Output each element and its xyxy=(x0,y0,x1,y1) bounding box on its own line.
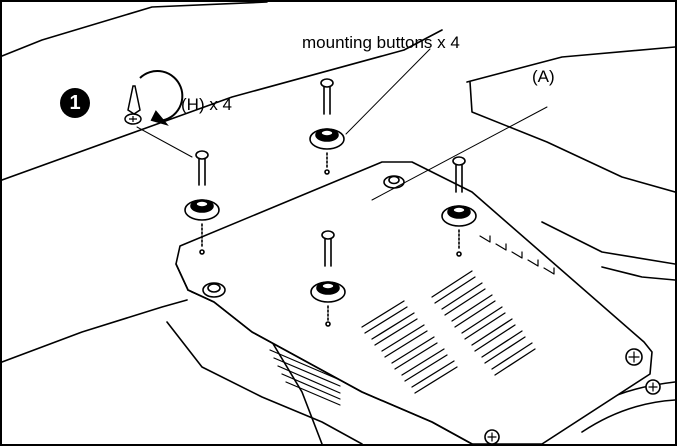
monitor-outline-top xyxy=(2,2,268,57)
monitor-edge-lower-left xyxy=(2,299,188,363)
monitor-lower-surface xyxy=(166,321,363,444)
monitor-edge-right-bottom xyxy=(601,266,675,281)
screw-count-label: (H) x 4 xyxy=(181,95,232,114)
mounting-buttons-label: mounting buttons x 4 xyxy=(302,33,460,52)
screw-assembly-bottom xyxy=(310,230,346,327)
edge-screw-bottom-right xyxy=(645,379,661,395)
step-number-badge: 1 xyxy=(60,88,90,118)
edge-screw-left xyxy=(202,282,226,298)
edge-screw-bottom xyxy=(484,429,500,444)
screw-assembly-top xyxy=(309,78,345,175)
vent-slots xyxy=(361,270,536,394)
monitor-edge-right-lower xyxy=(541,221,675,265)
monitor-edge-right-mid xyxy=(469,81,675,193)
screw-assembly-right xyxy=(441,156,477,257)
rear-vents-right xyxy=(479,235,555,275)
leader-panel-a xyxy=(371,106,548,201)
screwdriver-rotate-icon xyxy=(124,70,184,126)
mounting-plate-outline xyxy=(175,161,653,444)
monitor-outline-left xyxy=(2,29,443,181)
rear-vents-left xyxy=(269,349,341,406)
panel-a-label: (A) xyxy=(532,67,555,86)
mounting-plate-bevel xyxy=(175,263,189,291)
monitor-curve-bottom-2 xyxy=(581,399,675,433)
edge-screw-right xyxy=(625,348,643,366)
screw-assembly-left xyxy=(184,150,220,255)
edge-screw-top xyxy=(383,175,405,189)
mounting-plate-front-edge xyxy=(187,289,473,444)
leader-mounting-buttons xyxy=(345,48,431,135)
monitor-edge-right-upper xyxy=(466,46,675,83)
leader-screwdriver xyxy=(136,126,193,158)
